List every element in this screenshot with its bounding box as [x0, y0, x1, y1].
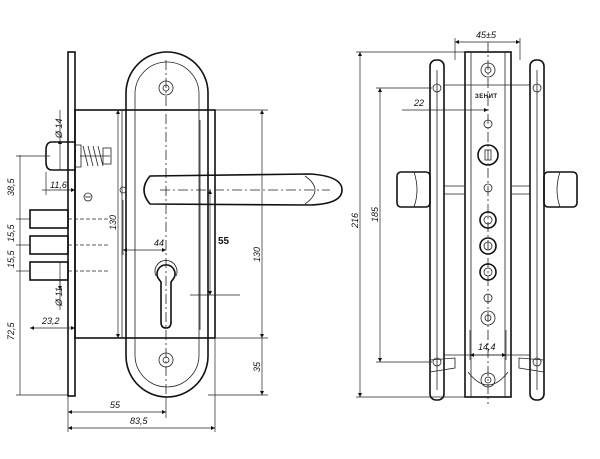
dim-72-5: 72,5 [6, 321, 16, 340]
dim-55-bottom: 55 [110, 400, 121, 410]
dim-130-left: 130 [108, 215, 118, 230]
dim-55-bold: 55 [218, 236, 230, 247]
lock-body [74, 109, 216, 339]
escutcheon-plate [125, 51, 209, 398]
dim-44: 44 [154, 238, 164, 248]
dim-35: 35 [252, 361, 262, 372]
front-view: Ø 14 11,6 38,5 15,5 15,5 72,5 Ø 11 23,2 … [6, 51, 343, 432]
screw-icon [83, 192, 93, 202]
brand-label: ЗЕНИТ [475, 94, 498, 100]
dim-15-5-a: 15,5 [6, 223, 16, 242]
left-escutcheon-side [429, 59, 445, 401]
dead-bolts [29, 209, 110, 281]
dim-216: 216 [350, 213, 360, 229]
side-view: ЗЕНИТ 45±5 22 216 185 [350, 30, 578, 404]
dim-83-5: 83,5 [130, 416, 149, 426]
dim-d14: Ø 14 [54, 118, 64, 139]
dim-11-6: 11,6 [50, 180, 67, 190]
dim-15-5-b: 15,5 [6, 249, 16, 268]
dim-130-right: 130 [252, 247, 262, 262]
dim-185: 185 [370, 206, 380, 222]
right-escutcheon-side [529, 59, 545, 401]
dim-23-2: 23,2 [41, 316, 60, 326]
dim-d11: Ø 11 [54, 287, 64, 307]
dim-45: 45±5 [476, 30, 497, 40]
dim-14-4: 14,4 [478, 342, 496, 352]
dim-22: 22 [413, 98, 424, 108]
side-handle-stubs [396, 171, 578, 208]
dim-38-5: 38,5 [6, 177, 16, 196]
door-handle [119, 173, 343, 206]
latch-bolt [45, 141, 112, 171]
face-plate [67, 51, 76, 397]
